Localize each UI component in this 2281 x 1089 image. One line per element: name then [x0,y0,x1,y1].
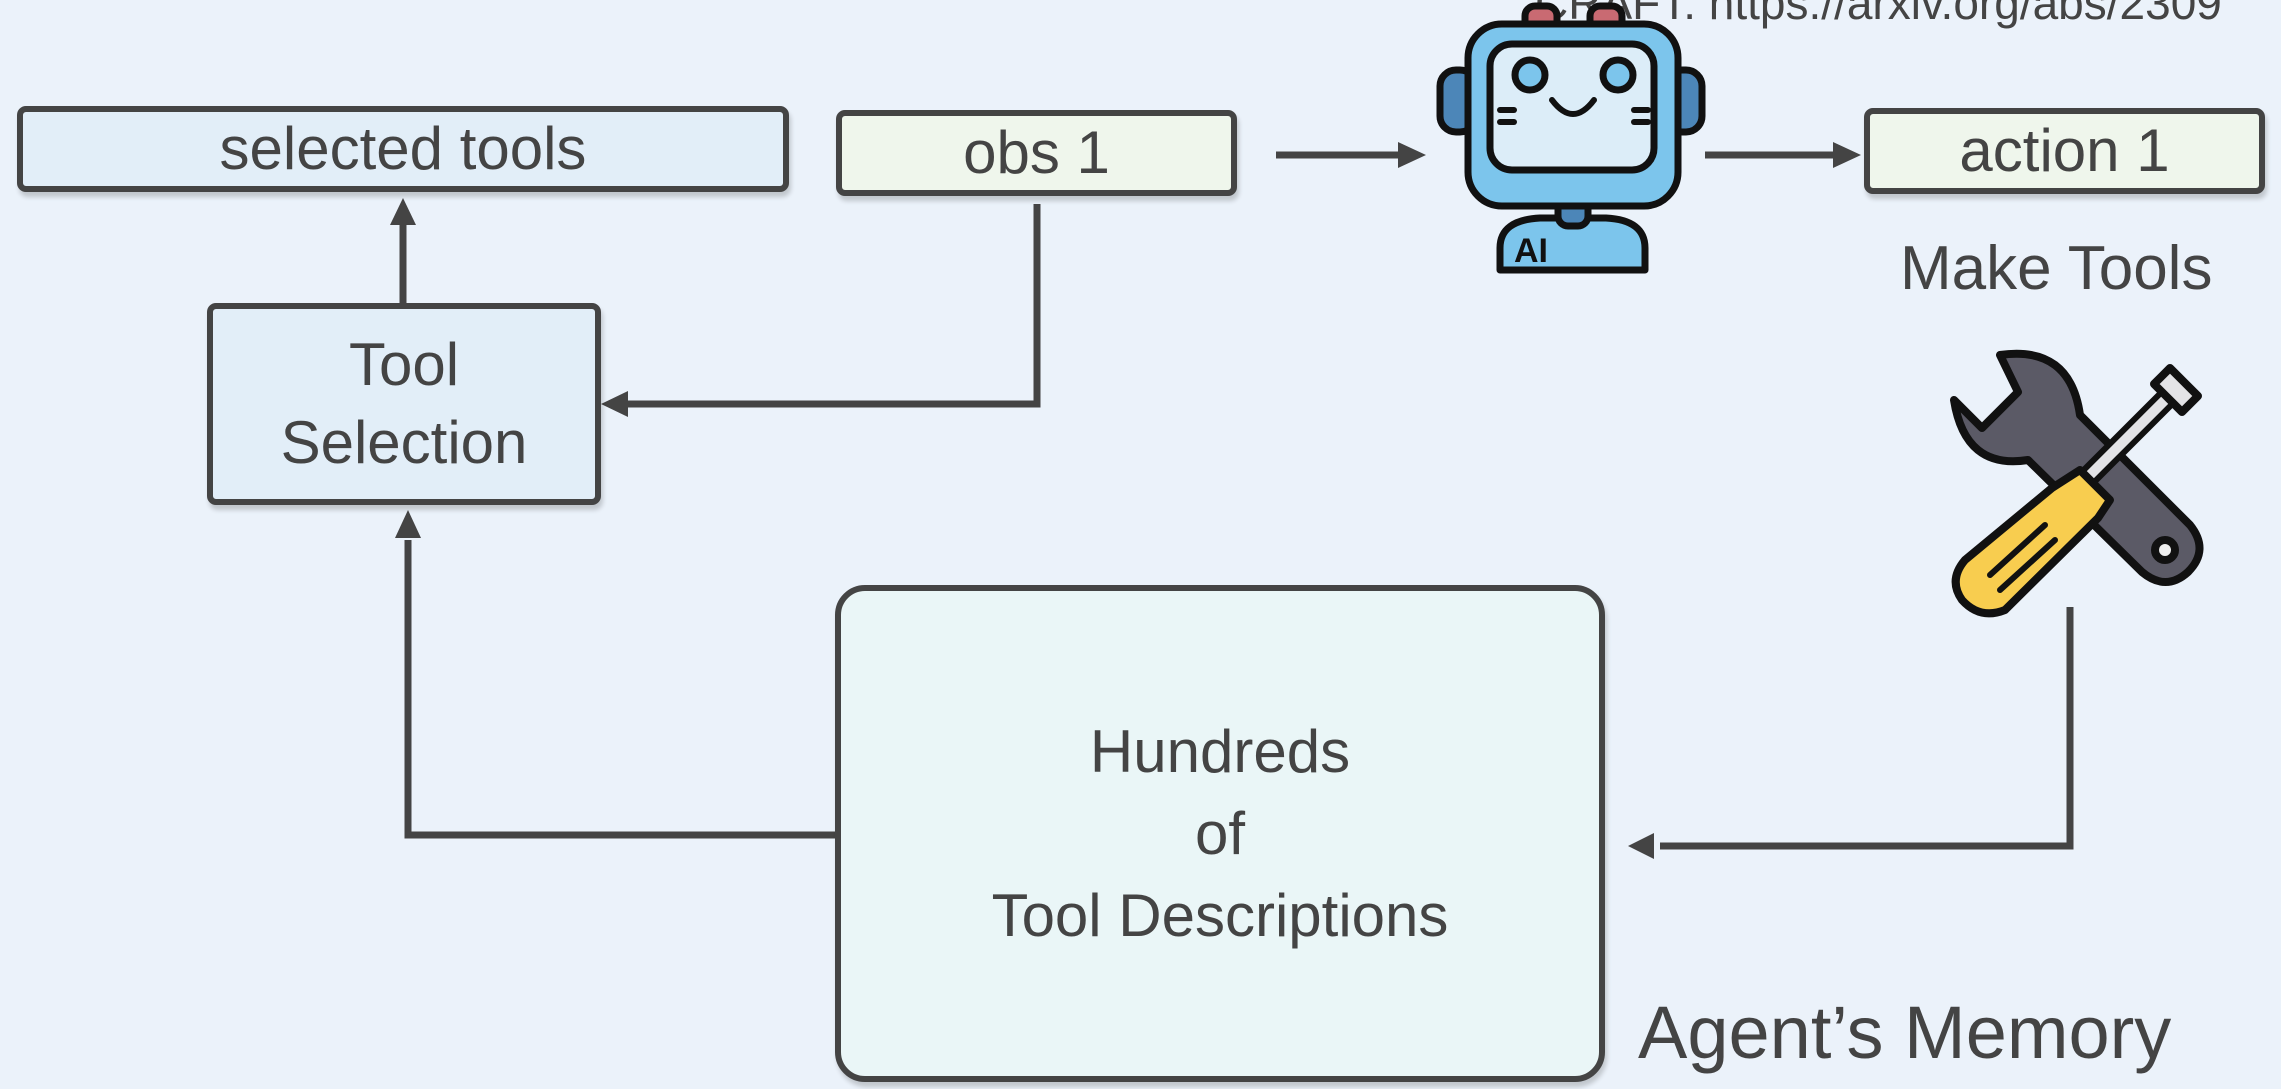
tool-selection-line1: Tool [348,331,460,398]
observation-box: obs 1 [836,110,1237,196]
arrowhead-right-agent [1398,142,1426,168]
arrowhead-up-selection [395,510,421,538]
action-box: action 1 [1864,108,2265,194]
selected-tools-box: selected tools [17,106,789,192]
arrow-tools-to-memory [1660,607,2074,850]
selected-tools-label: selected tools [219,115,587,182]
tool-descriptions-memory-box: Hundreds of Tool Descriptions [835,585,1605,1082]
arrowhead-right-action [1833,142,1861,168]
robot-badge-text: AI [1514,232,1548,270]
agent-memory-label: Agent’s Memory [1638,991,2172,1074]
action-label: action 1 [1959,117,2170,184]
arrow-obs-to-selection [620,204,1041,408]
wrench-screwdriver-icon [1950,349,2204,618]
memory-line1: Hundreds [1089,717,1351,785]
arrow-memory-to-selection [404,540,840,839]
ai-robot-icon: AI [1436,2,1706,274]
tool-selection-box: Tool Selection [207,303,601,505]
memory-line2: of [1194,799,1246,867]
observation-label: obs 1 [963,119,1110,186]
arrowhead-left-selection [601,391,628,417]
arrowhead-up-selected-tools [390,198,416,225]
tool-selection-line2: Selection [280,409,528,476]
make-tools-label: Make Tools [1900,234,2213,303]
memory-line3: Tool Descriptions [991,881,1449,949]
arrowhead-left-memory [1628,833,1654,859]
